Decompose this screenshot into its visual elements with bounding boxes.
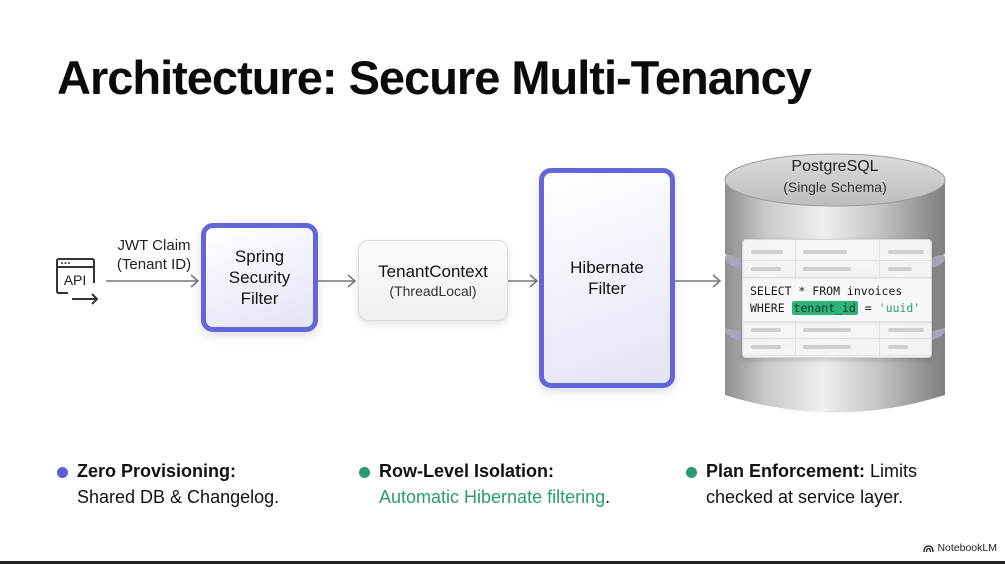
db-title: PostgreSQL: [791, 158, 879, 175]
sql-where-keyword: WHERE: [750, 301, 792, 315]
sql-line-1: SELECT * FROM invoices: [750, 284, 903, 298]
arrow-spring-to-tenant: [318, 274, 357, 288]
jwt-label-line: JWT Claim: [117, 237, 191, 254]
bullet-dot-icon: [57, 467, 68, 478]
sql-line-2: WHERE tenant_id = 'uuid': [750, 301, 920, 315]
db-subtitle: (Single Schema): [783, 179, 887, 195]
bullet-trail: .: [605, 487, 611, 507]
api-label: API: [64, 272, 87, 288]
box-label: Filter: [588, 279, 626, 298]
bullet-dot-icon: [686, 467, 697, 478]
jwt-label-line: (Tenant ID): [116, 256, 192, 273]
table-row: [743, 339, 931, 356]
sql-value: 'uuid': [878, 301, 921, 315]
sql-equals: =: [857, 301, 879, 315]
arrow-hibernate-to-db: [675, 274, 722, 288]
bullet-text: Shared DB & Changelog.: [77, 487, 280, 507]
bottom-rule: [0, 561, 1005, 564]
bullet-heading: Plan Enforcement:: [706, 461, 866, 481]
bullet-dot-icon: [359, 467, 370, 478]
box-label: Spring: [234, 247, 285, 266]
sql-code-band: SELECT * FROM invoices WHERE tenant_id =…: [743, 279, 931, 321]
bullet-zero-provisioning: Zero Provisioning: Shared DB & Changelog…: [57, 458, 347, 510]
sql-tenant-id-highlight: tenant_id: [791, 301, 858, 315]
hibernate-filter-box: Hibernate Filter: [539, 168, 675, 388]
bullet-heading: Row-Level Isolation:: [379, 461, 555, 481]
box-subtitle: (ThreadLocal): [389, 283, 477, 299]
bullet-plan-enforcement: Plan Enforcement: Limits checked at serv…: [686, 458, 966, 510]
jwt-claim-label: JWT Claim (Tenant ID): [108, 236, 200, 274]
bullet-text: Limits checked at service layer.: [706, 461, 918, 507]
brand-label: NotebookLM: [937, 542, 997, 554]
bullet-heading: Zero Provisioning:: [77, 461, 237, 481]
box-label: Hibernate: [570, 258, 644, 277]
notebooklm-logo-icon: [923, 544, 935, 552]
slide-title: Architecture: Secure Multi-Tenancy: [57, 51, 812, 104]
box-label: Filter: [240, 289, 279, 308]
arrow-tenant-to-hibernate: [508, 274, 539, 288]
tenant-context-box: TenantContext (ThreadLocal): [358, 240, 508, 321]
bullet-row-level-isolation: Row-Level Isolation: Automatic Hibernate…: [359, 458, 669, 510]
table-row: [743, 322, 931, 339]
api-window-icon: API: [56, 258, 99, 305]
arrow-api-to-spring: [106, 274, 200, 288]
sql-query-card: SELECT * FROM invoices WHERE tenant_id =…: [742, 239, 932, 358]
table-row: [743, 261, 931, 278]
bullet-text: Automatic Hibernate filtering: [379, 487, 606, 507]
box-label: Security: [228, 268, 291, 287]
spring-security-filter-box: Spring Security Filter: [201, 223, 318, 332]
box-title: TenantContext: [378, 262, 488, 281]
notebooklm-brand: NotebookLM: [923, 542, 997, 554]
table-row: [743, 244, 931, 261]
